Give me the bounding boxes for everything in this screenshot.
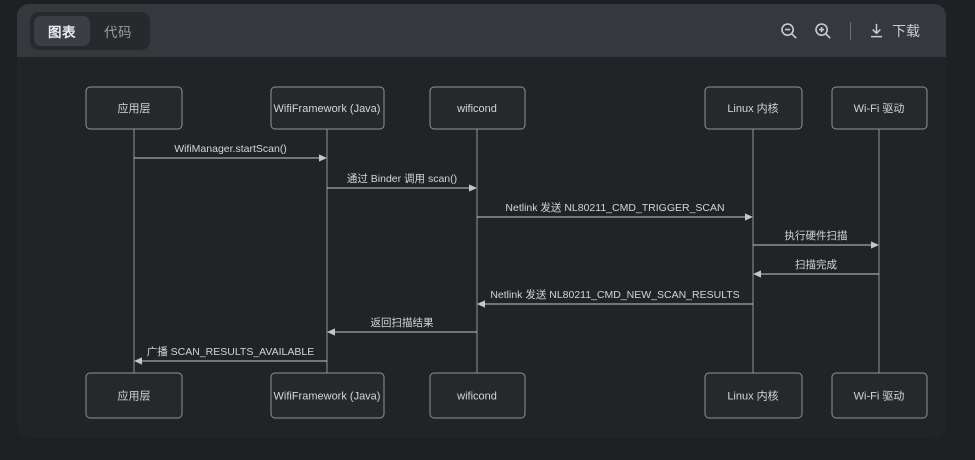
tab-chart[interactable]: 图表: [34, 15, 90, 46]
participant-label: WifiFramework (Java): [274, 103, 381, 115]
message-5: Netlink 发送 NL80211_CMD_NEW_SCAN_RESULTS: [477, 288, 753, 308]
message-label: 返回扫描结果: [371, 316, 434, 329]
participant-label: Linux 内核: [727, 388, 778, 402]
participant-top-app[interactable]: 应用层: [85, 86, 183, 130]
message-0: WifiManager.startScan(): [134, 143, 327, 162]
participant-box: [429, 86, 526, 130]
message-arrowhead: [477, 300, 485, 308]
participant-top-krn[interactable]: Linux 内核: [704, 86, 803, 130]
download-label: 下载: [892, 22, 920, 39]
participant-bottom-app[interactable]: 应用层: [85, 372, 183, 419]
participant-box: [270, 372, 385, 419]
message-arrowhead: [753, 270, 761, 278]
participant-box: [704, 86, 803, 130]
participant-top-fw[interactable]: WifiFramework (Java): [270, 86, 385, 130]
message-7: 广播 SCAN_RESULTS_AVAILABLE: [134, 345, 327, 365]
message-arrowhead: [327, 328, 335, 336]
participant-box: [85, 372, 183, 419]
participant-box: [429, 372, 526, 419]
card-header: 图表 代码: [17, 4, 946, 57]
message-arrowhead: [134, 357, 142, 365]
message-2: Netlink 发送 NL80211_CMD_TRIGGER_SCAN: [477, 201, 753, 221]
message-3: 执行硬件扫描: [753, 229, 879, 249]
message-arrowhead: [469, 184, 477, 192]
participant-top-drv[interactable]: Wi-Fi 驱动: [831, 86, 928, 130]
message-arrowhead: [319, 154, 327, 162]
participant-label: Wi-Fi 驱动: [854, 389, 905, 402]
participant-box: [831, 372, 928, 419]
participant-top-wc[interactable]: wificond: [429, 86, 526, 130]
message-arrowhead: [745, 213, 753, 221]
message-label: Netlink 发送 NL80211_CMD_NEW_SCAN_RESULTS: [490, 288, 739, 301]
message-label: 广播 SCAN_RESULTS_AVAILABLE: [147, 345, 314, 358]
magnifier-minus-icon: [781, 22, 797, 39]
participant-bottom-drv[interactable]: Wi-Fi 驱动: [831, 372, 928, 419]
tab-code[interactable]: 代码: [104, 24, 132, 40]
zoom-in-button[interactable]: [806, 14, 840, 48]
message-1: 通过 Binder 调用 scan(): [327, 172, 477, 192]
participant-bottom-fw[interactable]: WifiFramework (Java): [270, 372, 385, 419]
message-label: 执行硬件扫描: [785, 229, 848, 242]
participant-box: [85, 86, 183, 130]
message-label: Netlink 发送 NL80211_CMD_TRIGGER_SCAN: [505, 201, 724, 214]
message-4: 扫描完成: [753, 258, 879, 278]
tab-group: 图表 代码: [30, 11, 150, 50]
participant-box: [270, 86, 385, 130]
participant-label: wificond: [456, 390, 497, 402]
magnifier-plus-icon: [815, 22, 831, 39]
diagram-card: 图表 代码: [17, 4, 946, 438]
participant-label: Wi-Fi 驱动: [854, 102, 905, 115]
message-label: 扫描完成: [795, 258, 837, 271]
participant-label: wificond: [456, 103, 497, 115]
download-icon: [870, 23, 883, 38]
message-arrowhead: [871, 241, 879, 249]
download-button[interactable]: 下载: [861, 17, 926, 45]
participant-box: [704, 372, 803, 419]
participant-bottom-krn[interactable]: Linux 内核: [704, 372, 803, 419]
message-label: WifiManager.startScan(): [174, 143, 287, 155]
message-6: 返回扫描结果: [327, 316, 477, 336]
participant-box: [831, 86, 928, 130]
participant-label: Linux 内核: [727, 101, 778, 115]
toolbar: 下载: [772, 14, 926, 48]
zoom-out-button[interactable]: [772, 14, 806, 48]
participant-bottom-wc[interactable]: wificond: [429, 372, 526, 419]
participant-label: WifiFramework (Java): [274, 390, 381, 402]
message-label: 通过 Binder 调用 scan(): [347, 172, 457, 185]
toolbar-divider: [850, 21, 851, 40]
participant-label: 应用层: [118, 101, 151, 115]
participant-label: 应用层: [118, 388, 151, 402]
